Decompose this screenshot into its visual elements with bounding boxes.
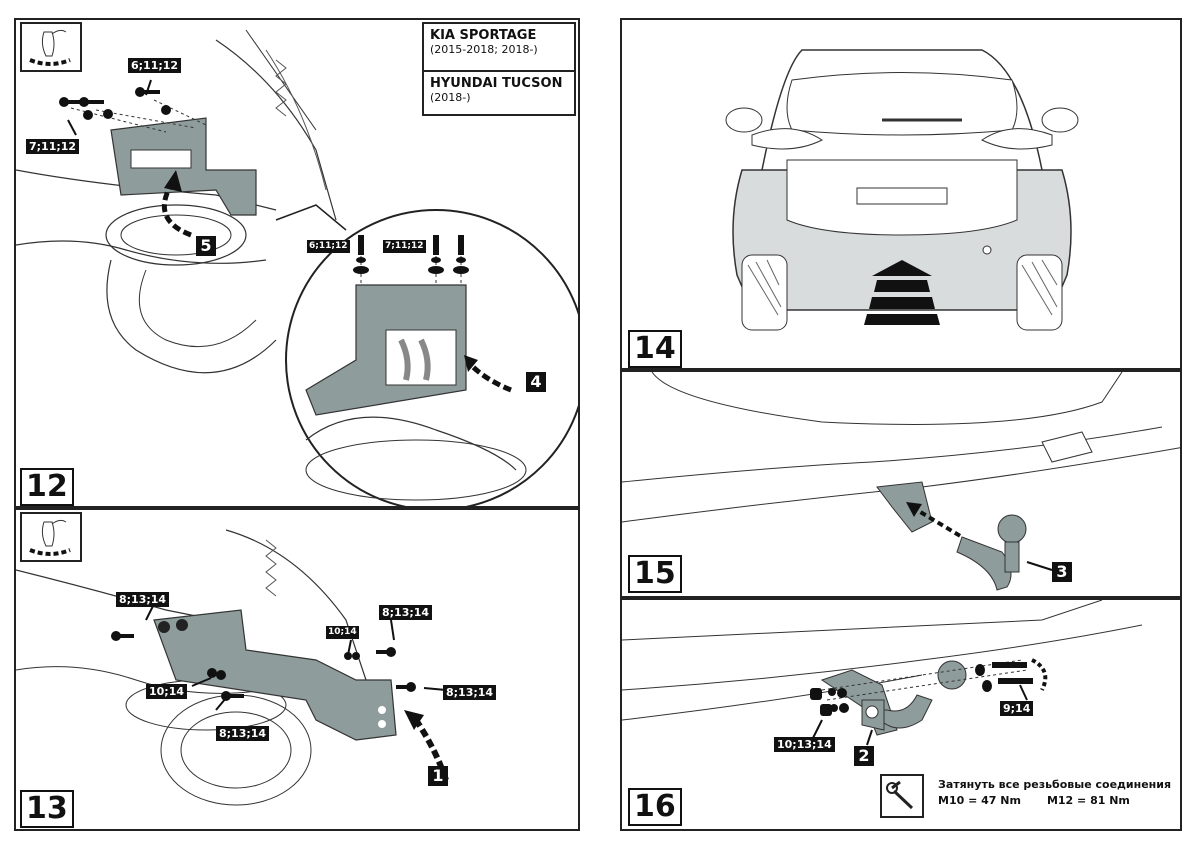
towbar-ball-part — [956, 536, 1012, 591]
fastener-label: 10;14 — [326, 626, 359, 639]
step-13-illustration — [16, 529, 449, 806]
part-number-badge: 4 — [526, 372, 546, 392]
step-13-panel: 8;13;14 10;14 8;13;14 8;13;14 10;14 8;13… — [14, 508, 580, 831]
fastener-label: 6;11;12 — [128, 58, 182, 73]
step-16-panel: 10;13;14 9;14 2 Затянуть все резьбовые с… — [620, 598, 1182, 831]
step-15-panel: 3 15 — [620, 370, 1182, 598]
fastener-label: 6;11;12 — [307, 240, 350, 253]
part-number-badge: 2 — [854, 746, 874, 766]
step-16-illustration — [622, 600, 1143, 746]
hand-tool-icon — [20, 512, 82, 562]
bracket-part — [153, 609, 397, 741]
fastener-label: 10;14 — [146, 684, 188, 699]
torque-note: Затянуть все резьбовые соединения M10 = … — [938, 778, 1172, 807]
part-number-badge: 1 — [428, 766, 448, 786]
part-number-badge: 3 — [1052, 562, 1072, 582]
vehicle-info-box: KIA SPORTAGE (2015-2018; 2018-) HYUNDAI … — [422, 22, 576, 116]
step-number: 13 — [20, 790, 74, 828]
step-14-panel: 14 — [620, 18, 1182, 370]
fastener-label: 8;13;14 — [216, 726, 270, 741]
vehicle-model-kia: KIA SPORTAGE (2015-2018; 2018-) — [430, 28, 538, 56]
fastener-label: 9;14 — [1000, 701, 1034, 716]
fastener-label: 10;13;14 — [774, 737, 835, 752]
fastener-label: 7;11;12 — [383, 240, 426, 253]
step-number: 12 — [20, 468, 74, 506]
step-15-illustration — [622, 372, 1180, 591]
step-number: 16 — [628, 788, 682, 826]
hand-tool-icon — [20, 22, 82, 72]
bracket-part — [820, 669, 898, 736]
fastener-label: 8;13;14 — [443, 685, 497, 700]
part-number-badge: 5 — [196, 236, 216, 256]
fastener-label: 8;13;14 — [116, 592, 170, 607]
car-rear-view — [725, 49, 1079, 331]
fastener-label: 7;11;12 — [26, 139, 80, 154]
torque-wrench-icon — [880, 774, 924, 818]
fastener-label: 8;13;14 — [379, 605, 433, 620]
step-number: 14 — [628, 330, 682, 368]
bolt-icon — [59, 87, 171, 120]
vehicle-model-hyundai: HYUNDAI TUCSON (2018-) — [424, 70, 574, 115]
step-number: 15 — [628, 555, 682, 593]
step-12-illustration — [16, 29, 578, 506]
up-arrow-icon — [864, 260, 940, 325]
